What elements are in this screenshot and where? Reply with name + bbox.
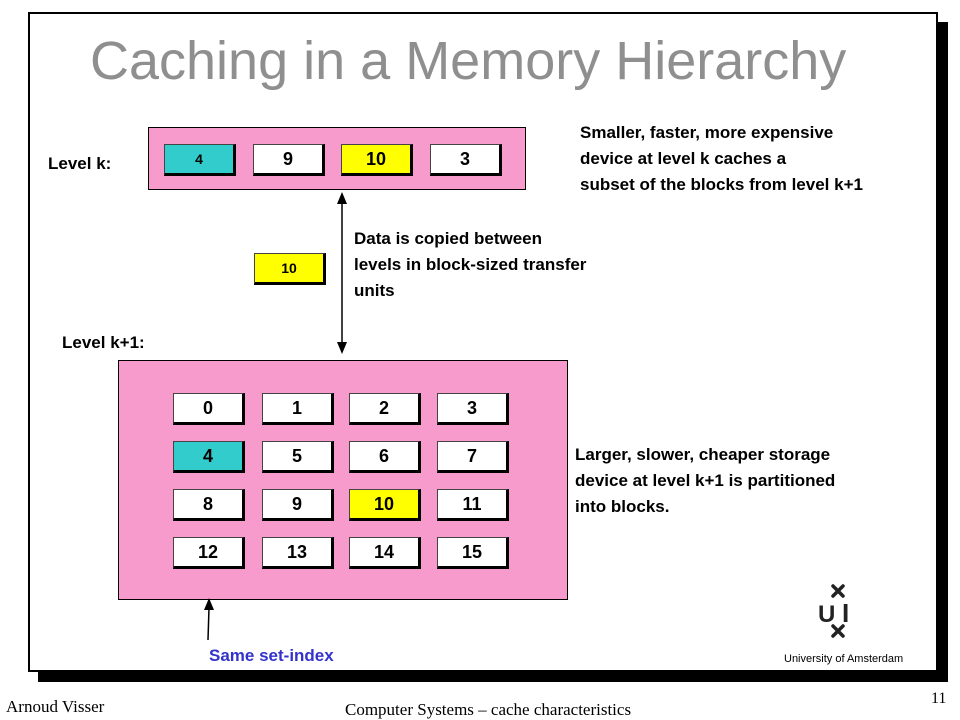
level-k1-block: 1: [262, 393, 334, 425]
level-k1-block: 12: [173, 537, 245, 569]
course-title: Computer Systems – cache characteristics: [345, 700, 632, 719]
university-logo: U I: [810, 582, 870, 642]
level-k1-description: Larger, slower, cheaper storage device a…: [575, 445, 836, 516]
slide-title: Caching in a Memory Hierarchy: [90, 31, 847, 91]
level-k1-block: 10: [349, 489, 421, 521]
level-k1-block: 9: [262, 489, 334, 521]
transfer-arrow-head-down: [337, 342, 347, 354]
author-name: Arnoud Visser: [6, 697, 105, 716]
same-set-index-label: Same set-index: [209, 646, 334, 665]
level-k-label: Level k:: [48, 154, 112, 173]
transfer-block: 10: [254, 253, 326, 285]
level-k-block: 9: [253, 144, 325, 176]
level-k1-block: 13: [262, 537, 334, 569]
level-k1-block: 7: [437, 441, 509, 473]
uva-logo-icon: U I: [818, 584, 849, 638]
level-k1-block: 11: [437, 489, 509, 521]
level-k1-block: 14: [349, 537, 421, 569]
level-k1-block: 2: [349, 393, 421, 425]
level-k1-block: 4: [173, 441, 245, 473]
university-name: University of Amsterdam: [784, 653, 904, 665]
page-number: 11: [931, 690, 947, 707]
level-k-description: Smaller, faster, more expensive device a…: [580, 123, 863, 194]
transfer-arrow-head-up: [337, 192, 347, 204]
level-k-block: 4: [164, 144, 236, 176]
transfer-description: Data is copied between levels in block-s…: [354, 229, 587, 300]
set-index-arrow-line: [207, 607, 210, 641]
svg-text:I: I: [842, 598, 849, 628]
level-k-block: 3: [430, 144, 502, 176]
level-k1-label: Level k+1:: [62, 333, 145, 352]
svg-text:U: U: [818, 601, 835, 628]
level-k1-block: 8: [173, 489, 245, 521]
level-k1-block: 0: [173, 393, 245, 425]
level-k1-block: 15: [437, 537, 509, 569]
level-k1-block: 5: [262, 441, 334, 473]
level-k-block: 10: [341, 144, 413, 176]
set-index-arrow-head: [204, 598, 214, 610]
level-k1-block: 3: [437, 393, 509, 425]
level-k1-block: 6: [349, 441, 421, 473]
